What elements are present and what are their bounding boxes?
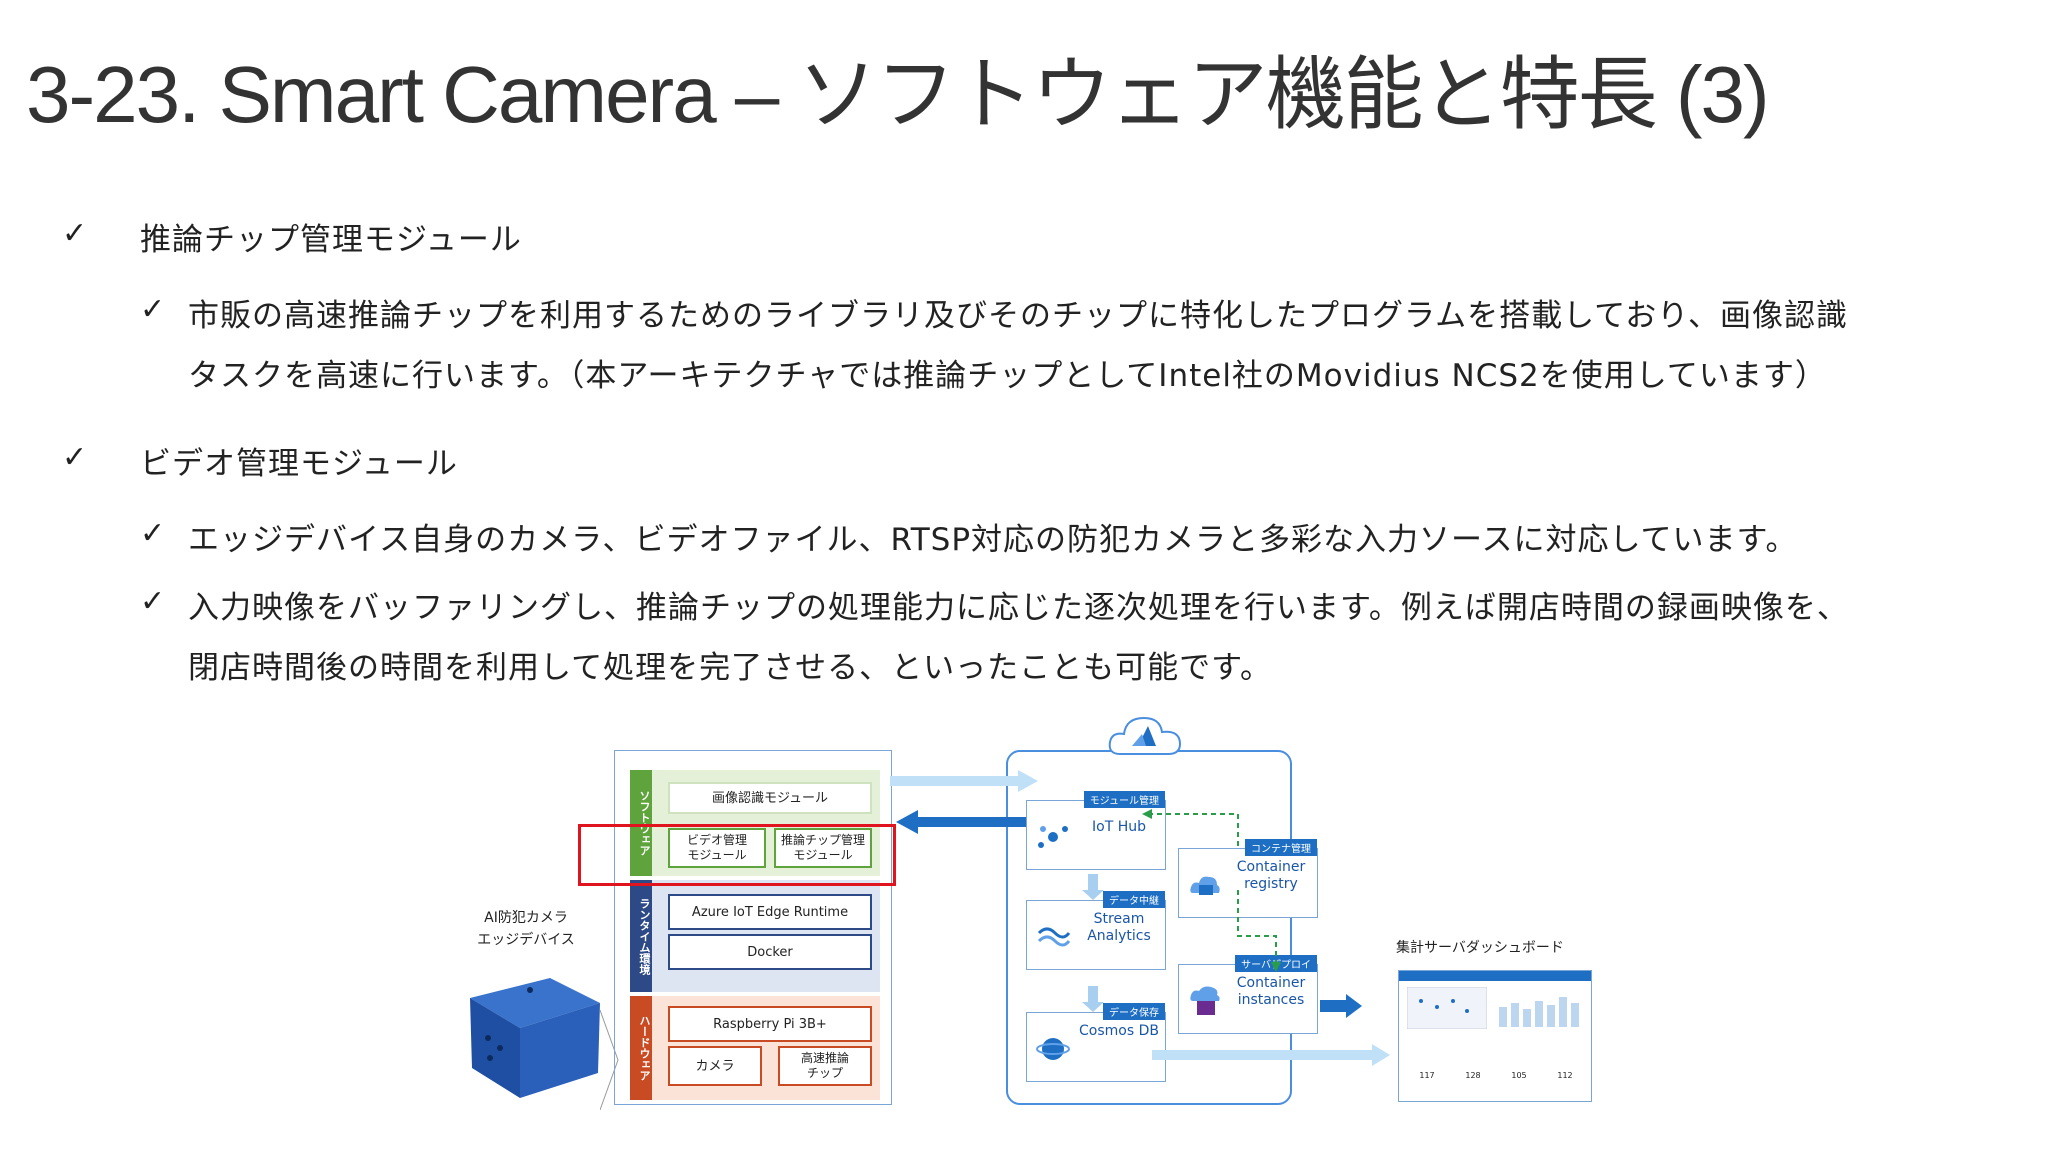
dashboard-value: 117 [1419, 1071, 1435, 1080]
service-cosmos-db: データ保存 Cosmos DB [1026, 1003, 1166, 1082]
device-label: エッジデバイス [477, 932, 575, 948]
check-icon: ✓ [140, 584, 166, 619]
video-module: ビデオ管理 モジュール [668, 828, 766, 868]
bullet-text: エッジデバイス自身のカメラ、ビデオファイル、RTSP対応の防犯カメラと多彩な入力… [188, 522, 1798, 558]
service-stream-analytics: データ中継 Stream Analytics [1026, 891, 1166, 970]
edge-runtime: Azure IoT Edge Runtime [668, 894, 872, 930]
pointer-line [600, 1009, 619, 1111]
raspberry-pi: Raspberry Pi 3B+ [668, 1006, 872, 1042]
container-registry-icon [1190, 876, 1220, 895]
device-caption: AI防犯カメラ エッジデバイス [466, 910, 586, 950]
architecture-diagram: AI防犯カメラ エッジデバイス ソフトウェア 画像認識モジュール ビデオ管理 モ… [460, 700, 1620, 1120]
bullet-text: 入力映像をバッファリングし、推論チップの処理能力に応じた逐次処理を行います。例え… [188, 590, 1849, 626]
bullet-heading: ビデオ管理モジュール [140, 446, 458, 482]
check-icon: ✓ [62, 216, 88, 251]
hardware-layer-label: ハードウェア [630, 996, 652, 1100]
stream-analytics-icon [1037, 927, 1071, 947]
software-layer-label: ソフトウェア [630, 770, 652, 876]
bullet-text: 閉店時間後の時間を利用して処理を完了させる、といったことも可能です。 [188, 650, 1272, 686]
dashboard-value: 112 [1557, 1071, 1573, 1080]
bullet-text: タスクを高速に行います。（本アーキテクチャでは推論チップとしてIntel社のMo… [188, 358, 1827, 394]
container-instances-icon [1190, 986, 1220, 1015]
edge-to-cloud-arrows [890, 770, 1038, 834]
chip-module: 推論チップ管理 モジュール [774, 828, 872, 868]
dashboard-label: 集計サーバダッシュボード [1396, 940, 1564, 956]
dashboard-bar-icon [1499, 997, 1579, 1027]
runtime-layer-label: ランタイム環境 [630, 880, 652, 992]
dashboard-header [1399, 971, 1591, 981]
page-title: 3-23. Smart Camera – ソフトウェア機能と特長 (3) [26, 50, 1770, 139]
service-container-registry: コンテナ管理 Container registry [1178, 839, 1318, 918]
check-icon: ✓ [140, 516, 166, 551]
dashboard-map-icon [1407, 987, 1487, 1029]
azure-logo-icon [1108, 716, 1182, 755]
dashboard-thumbnail: 117 128 105 112 [1398, 970, 1592, 1102]
image-module: 画像認識モジュール [668, 782, 872, 814]
iot-hub-icon [1038, 826, 1068, 848]
device-label: AI防犯カメラ [484, 910, 568, 926]
fast-chip-hw: 高速推論 チップ [778, 1046, 872, 1086]
highlight-box [578, 824, 896, 886]
cosmos-db-icon [1036, 1038, 1070, 1060]
check-icon: ✓ [62, 440, 88, 475]
dashboard-value: 105 [1511, 1071, 1527, 1080]
check-icon: ✓ [140, 292, 166, 327]
bullet-heading: 推論チップ管理モジュール [140, 222, 522, 258]
service-flow-arrows [1082, 809, 1390, 1066]
bullet-text: 市販の高速推論チップを利用するためのライブラリ及びそのチップに特化したプログラム… [188, 298, 1848, 334]
dashboard-value: 128 [1465, 1071, 1481, 1080]
camera-device-icon [470, 978, 600, 1098]
edge-stack [614, 750, 892, 1105]
service-iot-hub: モジュール管理 IoT Hub [1026, 791, 1166, 870]
camera-hw: カメラ [668, 1046, 762, 1086]
docker: Docker [668, 934, 872, 970]
